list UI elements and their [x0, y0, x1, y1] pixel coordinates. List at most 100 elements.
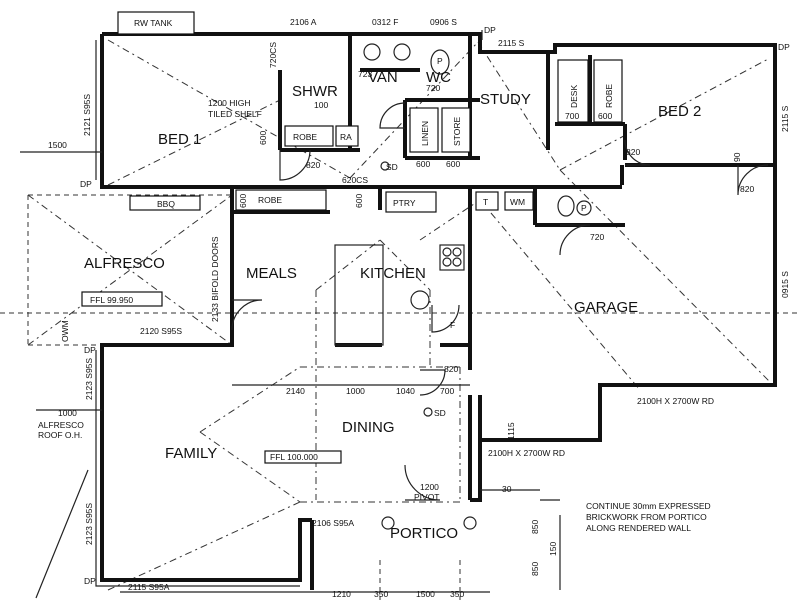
store-label: STORE — [452, 117, 462, 146]
dim-600-meals: 600 — [238, 194, 248, 208]
sd-hall-label: SD — [386, 162, 398, 172]
room-label-shwr: SHWR — [292, 83, 338, 100]
window-bed2-side: 2115 S — [780, 105, 790, 132]
window-family-bottom: 2115 S95A — [128, 582, 170, 592]
window-bed1-side: 2121 S95S — [82, 94, 92, 136]
bifold-doors-label: 2133 BIFOLD DOORS — [210, 236, 220, 322]
door-swings — [231, 102, 769, 501]
dim-1040: 1040 — [396, 386, 415, 396]
dim-600-hall: 600 — [354, 194, 364, 208]
roof-label-1: ALFRESCO — [38, 420, 84, 430]
dim-720-wc: 720 — [426, 83, 440, 93]
dim-820-bed2: 820 — [626, 147, 640, 157]
room-label-portico: PORTICO — [390, 525, 458, 542]
linen-label: LINEN — [420, 121, 430, 146]
room-label-garage: GARAGE — [574, 299, 638, 316]
window-hall: 620CS — [342, 175, 368, 185]
sd-dining-label: SD — [434, 408, 446, 418]
dp-bottom-label: DP — [84, 576, 96, 586]
dp-right-label: DP — [778, 42, 790, 52]
rw-tank-label: RW TANK — [134, 18, 173, 28]
dim-850-1: 850 — [530, 520, 540, 534]
garage-door-label-2: 2100H X 2700W RD — [488, 448, 565, 458]
dp-top-label: DP — [484, 25, 496, 35]
window-garage-side: 0915 S — [780, 271, 790, 298]
robe-bed2-label: ROBE — [604, 84, 614, 108]
dim-820-side: 820 — [740, 184, 754, 194]
window-alfresco: 2120 S95S — [140, 326, 182, 336]
level-family: FFL 100.000 — [270, 452, 318, 462]
dp-left2-label: DP — [84, 345, 96, 355]
dim-350-2: 350 — [450, 589, 464, 599]
dimension-lines — [20, 151, 561, 599]
level-alfresco: FFL 99.950 — [90, 295, 133, 305]
dim-720-laundry: 720 — [590, 232, 604, 242]
window-rw-top: 2106 A — [290, 17, 317, 27]
p-wc-label: P — [437, 56, 443, 66]
room-labels: BED 1 SHWR VAN WC STUDY BED 2 ALFRESCO M… — [84, 69, 701, 542]
roof-label-2: ROOF O.H. — [38, 430, 82, 440]
window-labels: 2106 A 0312 F 0906 S 2115 S 2121 S95S 72… — [38, 17, 790, 592]
p-laundry-label: P — [581, 203, 587, 213]
dp-left1-label: DP — [80, 179, 92, 189]
bbq-label: BBQ — [157, 199, 175, 209]
note-line-1: CONTINUE 30mm EXPRESSED — [586, 501, 711, 511]
desk-label: DESK — [569, 85, 579, 108]
note-line-2: BRICKWORK FROM PORTICO — [586, 512, 707, 522]
pivot-label: PIVOT — [414, 492, 440, 502]
room-label-bed2: BED 2 — [658, 103, 701, 120]
robe-bed1-label: ROBE — [293, 132, 317, 142]
wm-label: WM — [510, 197, 525, 207]
room-label-wc: WC — [426, 69, 451, 86]
window-van-top: 0312 F — [372, 17, 398, 27]
room-label-dining: DINING — [342, 419, 395, 436]
dim-700-desk: 700 — [565, 111, 579, 121]
shelf-label-2: TILED SHELF — [208, 109, 262, 119]
dimension-labels: 1500 720 100 600 820 723 600 600 700 600… — [48, 69, 754, 599]
dim-723: 723 — [358, 69, 372, 79]
dim-600-bed1: 600 — [258, 131, 268, 145]
owm-label: OWM — [60, 320, 70, 342]
dim-600-robe: 600 — [598, 111, 612, 121]
rw-tank-box — [117, 11, 195, 35]
garage-door-label: 2100H X 2700W RD — [637, 396, 714, 406]
dim-100: 100 — [314, 100, 328, 110]
dim-1000-left: 1000 — [58, 408, 77, 418]
fixture-labels: RW TANK ROBE RA ROBE LINEN STORE DESK RO… — [60, 18, 790, 586]
ptry-label: PTRY — [393, 198, 416, 208]
ra-label: RA — [340, 132, 352, 142]
tub-label: T — [483, 197, 488, 207]
dim-600-store: 600 — [446, 159, 460, 169]
dim-850-2: 850 — [530, 562, 540, 576]
dim-600-linen: 600 — [416, 159, 430, 169]
dim-700: 700 — [440, 386, 454, 396]
room-label-kitchen: KITCHEN — [360, 265, 426, 282]
dim-1500-bottom: 1500 — [416, 589, 435, 599]
shelf-label-1: 1200 HIGH — [208, 98, 251, 108]
f-kitchen-label: F — [450, 320, 455, 330]
window-wc-top: 0906 S — [430, 17, 457, 27]
room-label-family: FAMILY — [165, 445, 217, 462]
room-label-alfresco: ALFRESCO — [84, 255, 165, 272]
window-dining: 2106 S95A — [312, 518, 354, 528]
window-shwr-side: 720CS — [268, 42, 278, 68]
dim-1000: 1000 — [346, 386, 365, 396]
window-family-side2: 2123 S95S — [84, 503, 94, 545]
portico-door-label: 1200 — [420, 482, 439, 492]
dim-820-bed1: 820 — [306, 160, 320, 170]
dim-820-kitchen: 820 — [444, 364, 458, 374]
dim-1115: 1115 — [506, 422, 516, 440]
note-line-3: ALONG RENDERED WALL — [586, 523, 691, 533]
brickwork-note: CONTINUE 30mm EXPRESSED BRICKWORK FROM P… — [586, 501, 711, 533]
dim-90: 90 — [732, 152, 742, 162]
window-family-side1: 2123 S95S — [84, 358, 94, 400]
dim-2140: 2140 — [286, 386, 305, 396]
level-labels: FFL 99.950 FFL 100.000 — [90, 295, 318, 462]
dim-1210: 1210 — [332, 589, 351, 599]
dim-150: 150 — [548, 542, 558, 556]
fixtures — [81, 11, 623, 530]
dim-1500-left: 1500 — [48, 140, 67, 150]
room-label-meals: MEALS — [246, 265, 297, 282]
external-walls — [95, 30, 777, 590]
